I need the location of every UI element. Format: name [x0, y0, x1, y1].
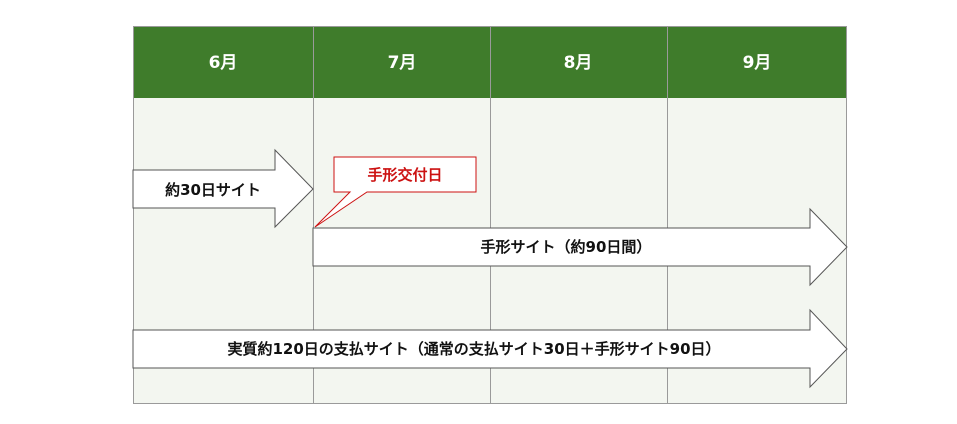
- bill-site-arrow-label: 手形サイト（約90日間）: [481, 238, 652, 256]
- month-label-july: 7月: [388, 53, 417, 73]
- month-label-august: 8月: [564, 53, 593, 73]
- bill-issue-date-callout-label: 手形交付日: [367, 166, 442, 184]
- bill-site-arrow: [312, 207, 848, 287]
- site30-arrow: [132, 148, 314, 229]
- site30-arrow-label: 約30日サイト: [165, 181, 261, 199]
- table-border: [133, 26, 847, 404]
- month-label-june: 6月: [209, 53, 238, 73]
- total-site-arrow-label: 実質約120日の支払サイト（通常の支払サイト30日＋手形サイト90日）: [227, 340, 720, 358]
- month-label-september: 9月: [743, 53, 772, 73]
- bill-issue-date-callout: [314, 156, 477, 228]
- total-site-arrow: [132, 308, 848, 389]
